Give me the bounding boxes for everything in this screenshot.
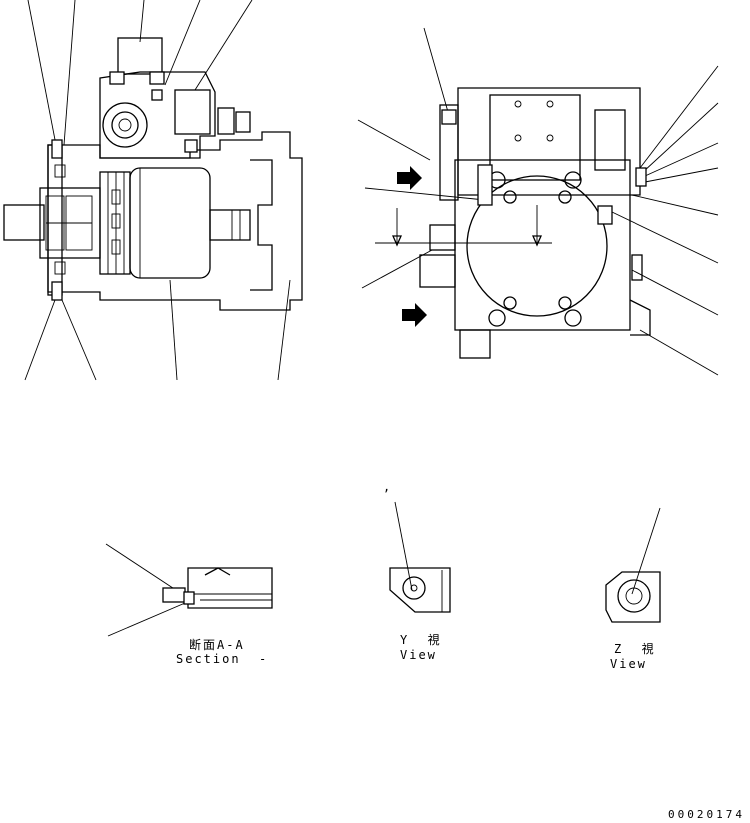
leader-lines-left-bottom bbox=[24, 279, 291, 381]
section-a-a-label-en: Section - bbox=[176, 652, 269, 666]
cylinder-block bbox=[129, 167, 211, 279]
view-z-label-jp: Z 視 bbox=[614, 642, 656, 656]
pump-side-section-view bbox=[3, 0, 303, 381]
piston-stack bbox=[99, 171, 131, 275]
leader-lines-left-top bbox=[27, 0, 253, 146]
port-flange-circle bbox=[466, 175, 608, 317]
document-number: 00020174 bbox=[668, 808, 745, 821]
arrow-icon bbox=[402, 303, 427, 327]
section-a-a-detail bbox=[105, 543, 273, 637]
view-z-label-en: View bbox=[610, 657, 647, 671]
front-regulator bbox=[439, 87, 647, 201]
view-y-label-en: View bbox=[400, 648, 437, 662]
input-shaft bbox=[3, 204, 45, 241]
section-a-a-label-jp: 断面A-A bbox=[189, 638, 245, 652]
view-y-label-jp: Y 視 bbox=[400, 633, 442, 647]
output-shaft bbox=[209, 209, 251, 241]
pump-housing bbox=[47, 131, 303, 311]
view-z-detail bbox=[605, 507, 661, 623]
leader-lines-right bbox=[357, 27, 719, 376]
tick-mark: , bbox=[383, 480, 393, 494]
regulator-top bbox=[99, 37, 251, 159]
view-y-detail bbox=[389, 501, 451, 613]
pump-front-view bbox=[357, 27, 719, 376]
arrow-icon bbox=[397, 166, 422, 190]
